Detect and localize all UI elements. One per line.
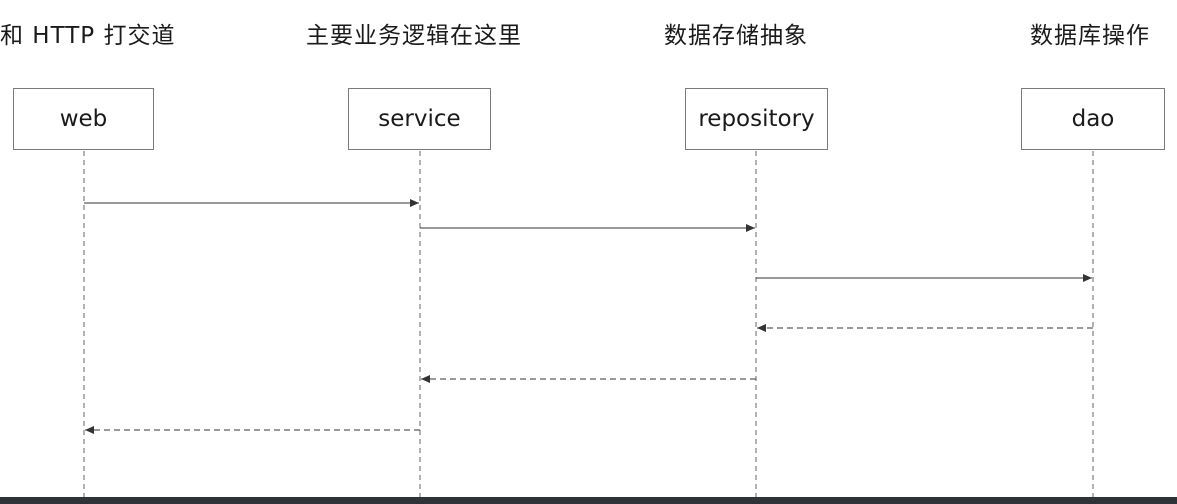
participant-service: service bbox=[348, 88, 491, 150]
heading-repository: 数据存储抽象 bbox=[664, 23, 808, 49]
heading-web: 和 HTTP 打交道 bbox=[0, 23, 176, 49]
participant-repository: repository bbox=[685, 88, 828, 150]
messages bbox=[84, 199, 1093, 434]
bottom-bar bbox=[0, 497, 1177, 504]
lifelines bbox=[83, 151, 1094, 497]
heading-service: 主要业务逻辑在这里 bbox=[306, 23, 522, 49]
heading-dao: 数据库操作 bbox=[1030, 23, 1150, 49]
participant-dao: dao bbox=[1021, 88, 1165, 150]
participant-web: web bbox=[13, 88, 154, 150]
